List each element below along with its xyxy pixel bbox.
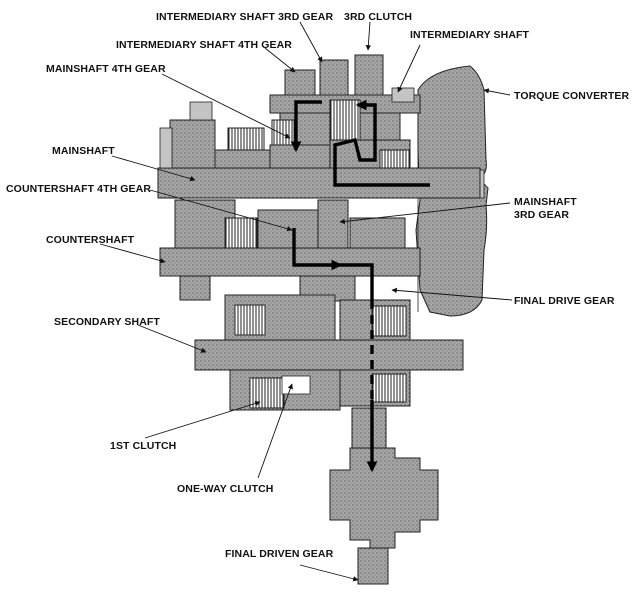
label-mainshaft: MAINSHAFT xyxy=(52,145,115,157)
label-final-drive-gear: FINAL DRIVE GEAR xyxy=(514,295,615,307)
label-mainshaft-3rd-gear-line2: 3RD GEAR xyxy=(514,209,569,221)
label-intermediary-shaft-3rd-gear: INTERMEDIARY SHAFT 3RD GEAR xyxy=(156,11,333,23)
label-torque-converter: TORQUE CONVERTER xyxy=(514,90,629,102)
label-mainshaft-3rd-gear-line1: MAINSHAFT xyxy=(514,196,577,208)
label-intermediary-shaft: INTERMEDIARY SHAFT xyxy=(410,29,530,41)
label-countershaft-4th-gear: COUNTERSHAFT 4TH GEAR xyxy=(6,183,151,195)
label-mainshaft-4th-gear: MAINSHAFT 4TH GEAR xyxy=(46,63,166,75)
power-flow-path xyxy=(290,99,430,473)
label-intermediary-shaft-4th-gear: INTERMEDIARY SHAFT 4TH GEAR xyxy=(116,39,292,51)
label-1st-clutch: 1ST CLUTCH xyxy=(110,440,176,452)
label-3rd-clutch: 3RD CLUTCH xyxy=(344,11,412,23)
label-countershaft: COUNTERSHAFT xyxy=(46,234,135,246)
final-driven-gear-assembly xyxy=(329,407,439,585)
countershaft-assembly xyxy=(159,199,421,302)
intermediary-shaft-assembly xyxy=(269,54,421,148)
secondary-shaft-assembly xyxy=(194,294,464,411)
label-one-way-clutch: ONE-WAY CLUTCH xyxy=(177,483,274,495)
callout-labels: INTERMEDIARY SHAFT 3RD GEAR 3RD CLUTCH I… xyxy=(6,11,629,560)
leader-lines xyxy=(99,21,513,582)
label-secondary-shaft: SECONDARY SHAFT xyxy=(54,316,160,328)
label-final-driven-gear: FINAL DRIVEN GEAR xyxy=(225,548,334,560)
